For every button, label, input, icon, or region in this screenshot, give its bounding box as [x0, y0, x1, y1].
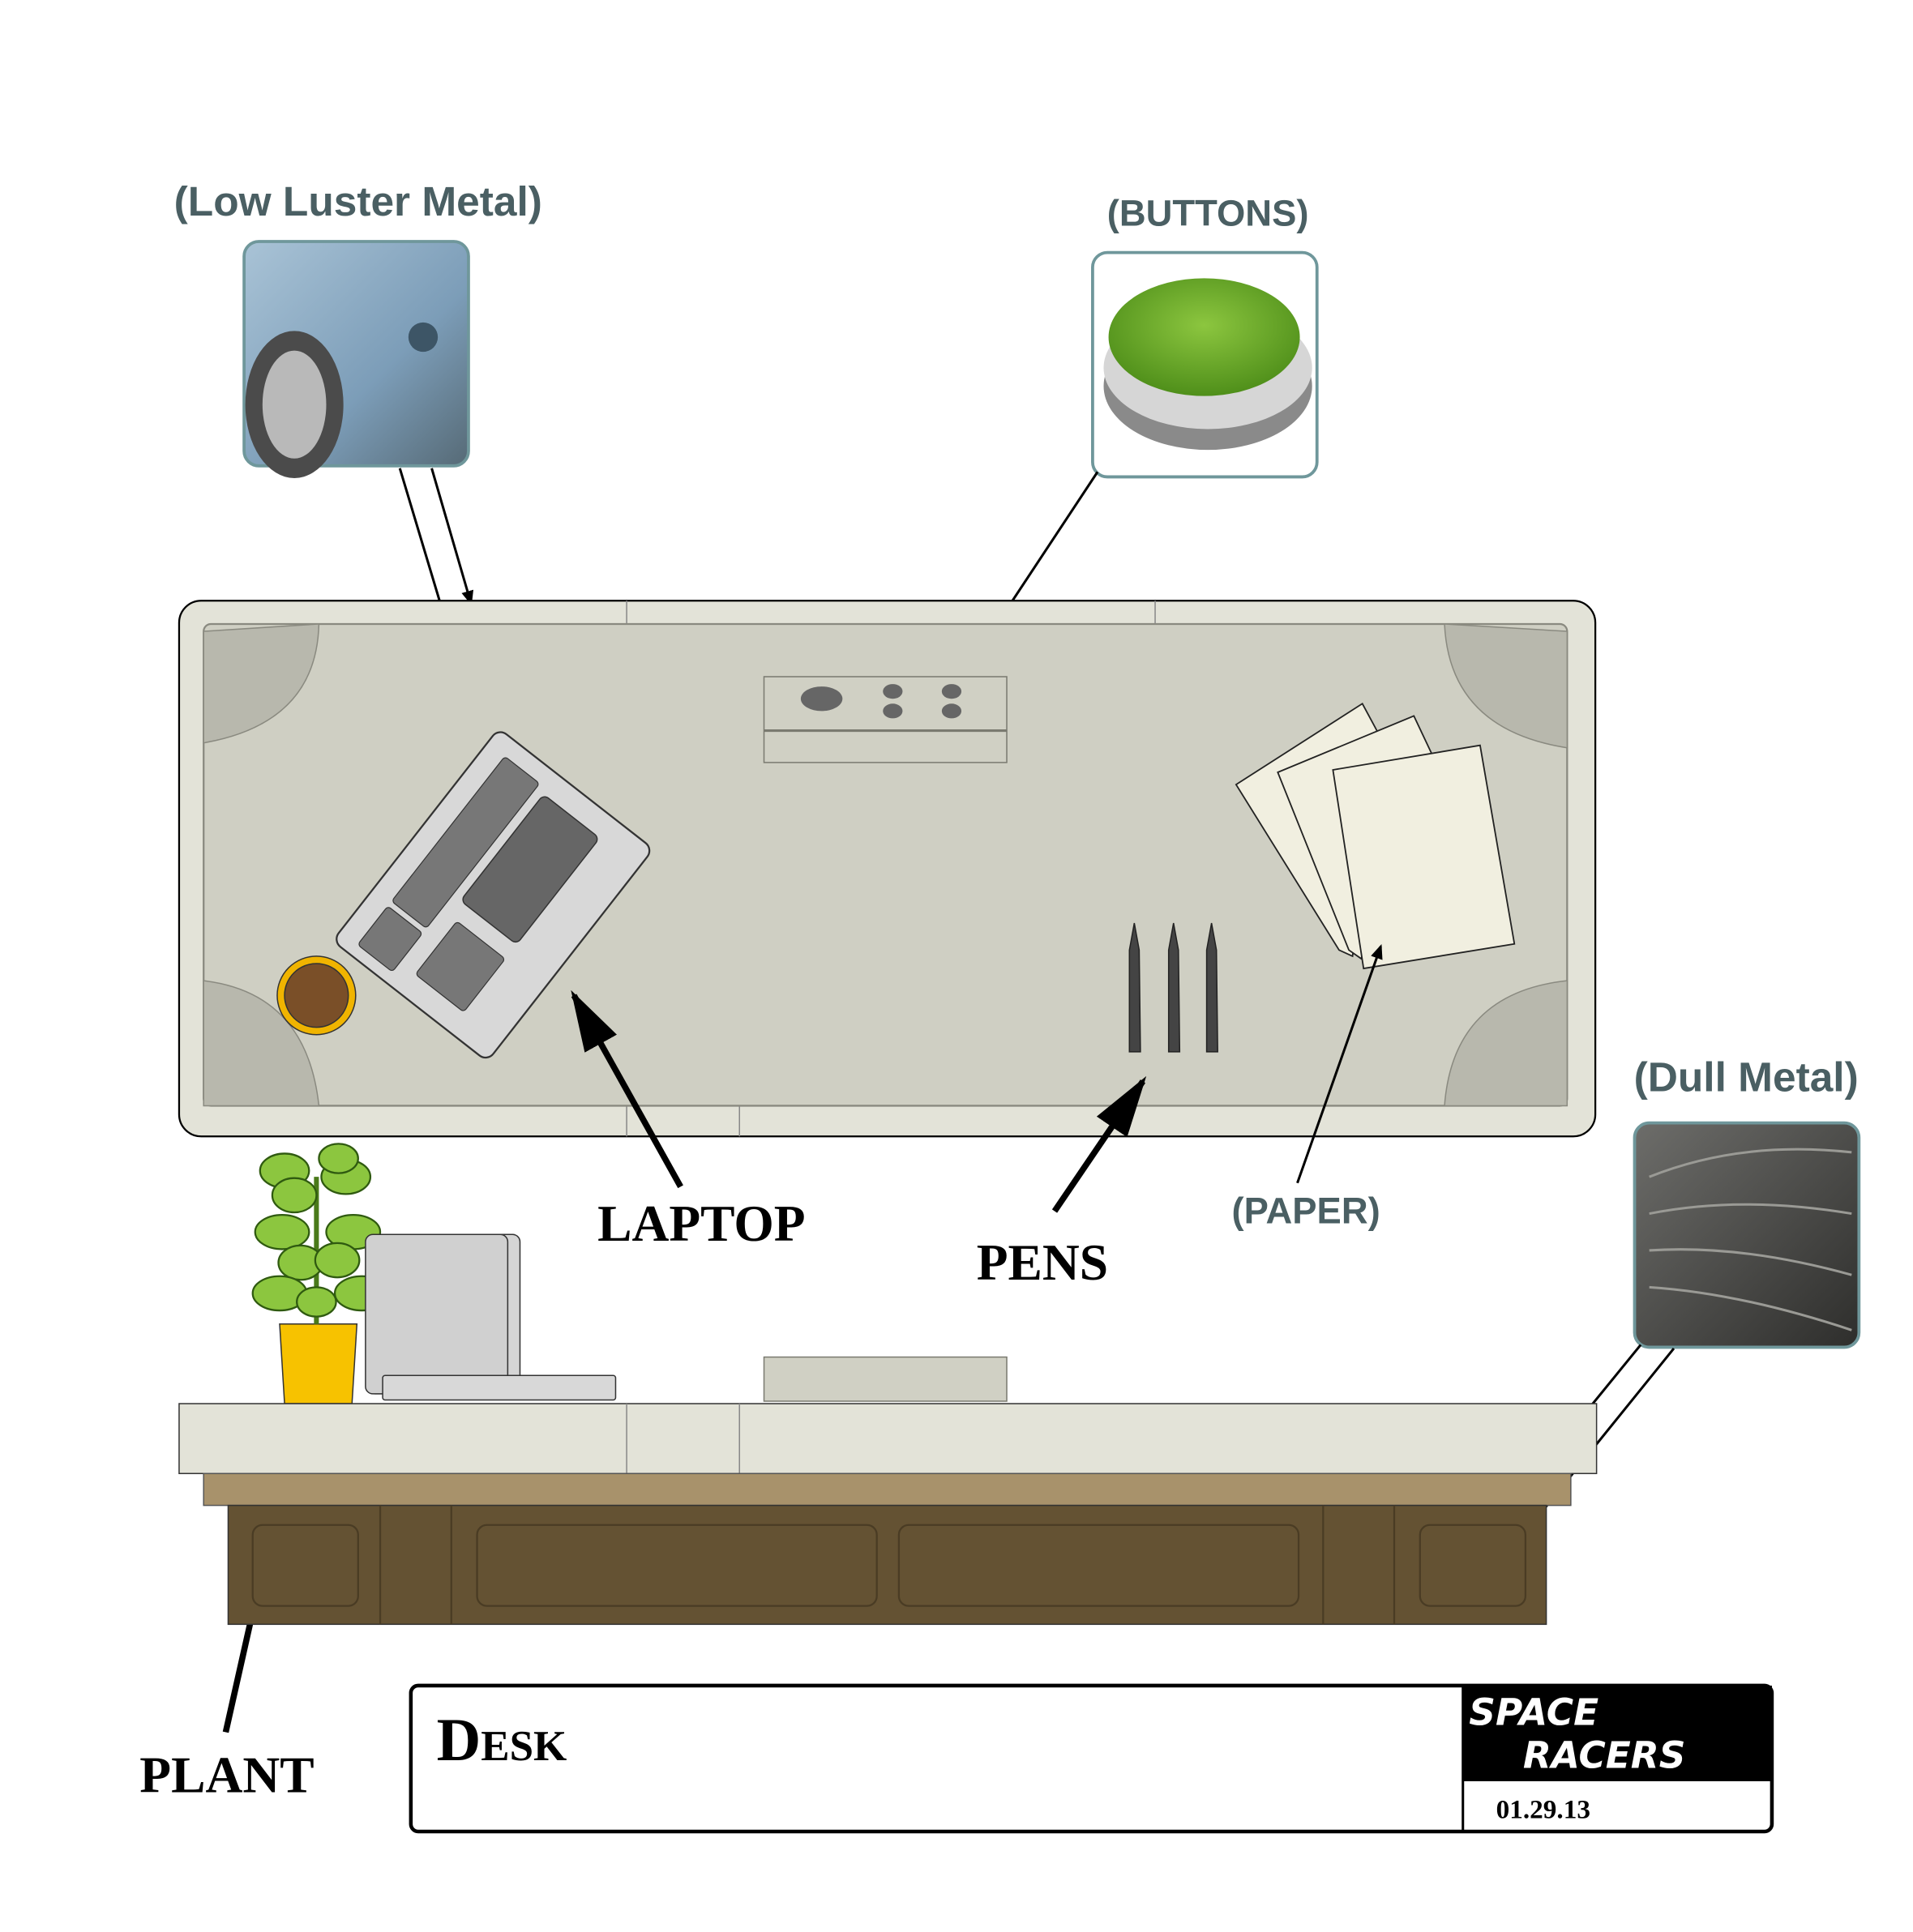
space-racers-logo [1462, 1685, 1772, 1781]
drawing-date: 01.29.13 [1496, 1794, 1590, 1824]
pointer-line [430, 468, 474, 606]
laptop-top-view [336, 731, 651, 1059]
plant [251, 1143, 390, 1404]
logo-line2: RACERS [1523, 1733, 1686, 1776]
callout-low-luster-metal: (Low Luster Metal) [174, 177, 542, 224]
coffee-cup [276, 955, 357, 1036]
paper-pointer [1296, 943, 1383, 1184]
paper-stack [1235, 702, 1516, 970]
laptop-side-view [365, 1233, 617, 1401]
button-panel [763, 676, 1008, 763]
label-laptop: LAPTOP [597, 1195, 805, 1252]
dull-metal-swatch [1633, 1121, 1861, 1349]
label-plant: PLANT [139, 1746, 314, 1804]
low-luster-metal-swatch [242, 240, 470, 478]
title-block: SPACE RACERS Desk 01.29.13 [409, 1683, 1774, 1834]
pens-top-view [1128, 922, 1218, 1053]
pens-arrow [1051, 1075, 1147, 1213]
callout-paper: (PAPER) [1232, 1190, 1380, 1232]
callout-buttons: (BUTTONS) [1107, 192, 1309, 233]
laptop-arrow [571, 990, 683, 1189]
label-pens: PENS [977, 1233, 1108, 1291]
desk-top-view [178, 600, 1597, 1138]
buttons-swatch [1091, 250, 1319, 479]
button-panel-side [763, 1356, 1008, 1402]
desk-front-view [178, 1143, 1598, 1626]
callout-dull-metal: (Dull Metal) [1634, 1053, 1859, 1100]
drawing-title: Desk [437, 1707, 567, 1774]
logo-line1: SPACE [1469, 1690, 1598, 1733]
